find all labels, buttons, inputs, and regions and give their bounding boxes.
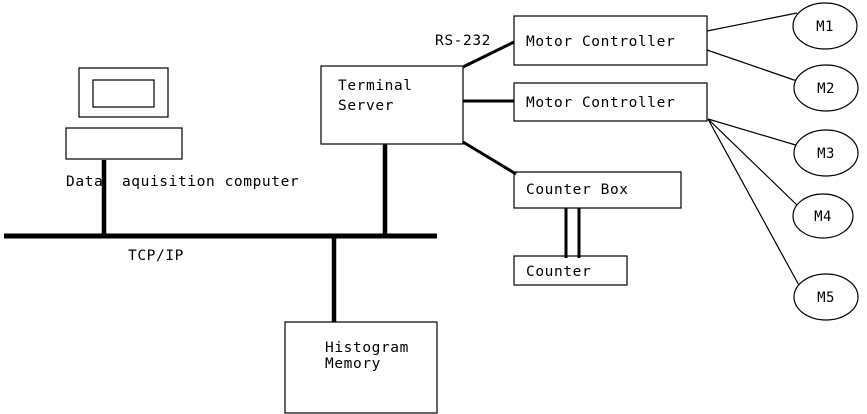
link-terminalserver-to-counterbox [462,140,517,176]
motor-m2-label: M2 [817,81,835,97]
daq-computer-label: Data aquisition computer [66,174,299,190]
histogram-memory-box[interactable] [284,321,438,414]
terminal-server-label-line1: Terminal [338,78,413,94]
counter-box-box[interactable] [513,171,682,209]
link-mc1-to-m1 [706,12,798,32]
motor-controller-1-box[interactable] [513,15,708,66]
motor-m3-ellipse[interactable] [793,129,859,177]
histogram-memory-label-line2: Memory [325,356,381,372]
motor-m5-label: M5 [817,290,835,306]
link-mc2-to-m5 [707,118,802,290]
counter-box-label: Counter Box [526,182,629,198]
motor-m5-ellipse[interactable] [793,273,859,321]
motor-m2-ellipse[interactable] [793,64,859,112]
link-mc2-to-m3 [707,118,800,147]
rs232-label: RS-232 [435,33,491,49]
link-mc1-to-m2 [706,49,798,82]
motor-controller-2-label: Motor Controller [526,95,675,111]
link-mc2-to-m4 [707,118,800,208]
terminal-server-label-line2: Server [338,98,394,114]
computer-base-icon [65,127,183,160]
counter-box[interactable] [513,255,628,286]
motor-m1-label: M1 [816,19,834,35]
motor-m4-ellipse[interactable] [792,193,854,239]
tcpip-bus-label: TCP/IP [128,248,184,264]
histogram-memory-label-line1: Histogram [325,340,409,356]
monitor-screen-icon [92,79,155,108]
terminal-server-box[interactable] [320,65,464,145]
counter-label: Counter [526,264,591,280]
motor-m3-label: M3 [817,146,835,162]
motor-m1-ellipse[interactable] [792,2,858,50]
motor-m4-label: M4 [814,209,832,225]
link-terminalserver-to-mc1 [462,40,515,69]
motor-controller-1-label: Motor Controller [526,34,675,50]
